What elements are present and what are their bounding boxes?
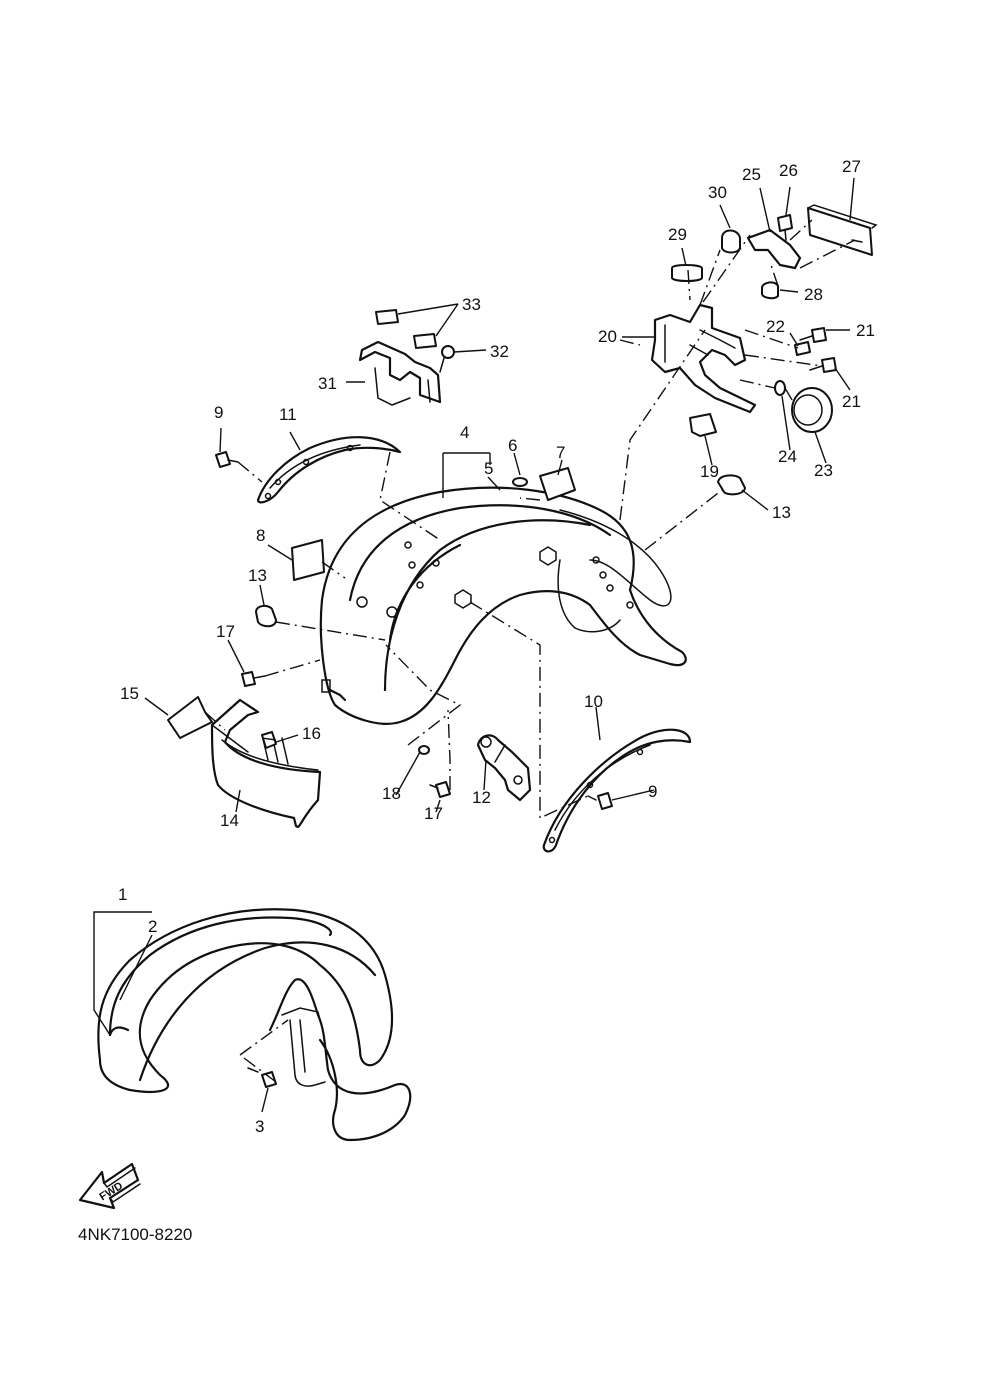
- grommet-13-right: [717, 474, 746, 496]
- holder-31: [358, 340, 442, 406]
- drawing-code: 4NK7100-8220: [78, 1225, 192, 1244]
- callout-22: 22: [766, 317, 785, 336]
- bolt-9-right: [587, 792, 613, 810]
- reflector-23: [791, 387, 833, 433]
- callout-19: 19: [700, 462, 719, 481]
- bracket-12: [476, 734, 532, 802]
- cushion-33-b: [413, 333, 437, 349]
- bolt-17-center: [429, 781, 451, 798]
- callout-6: 6: [508, 436, 517, 455]
- callout-21-a: 21: [856, 321, 875, 340]
- washer-6: [512, 477, 528, 487]
- callout-17-center: 17: [424, 804, 443, 823]
- bolt-32: [439, 345, 455, 373]
- callout-26: 26: [779, 161, 798, 180]
- callout-30: 30: [708, 183, 727, 202]
- bolt-3: [247, 1067, 277, 1088]
- callout-1: 1: [118, 885, 127, 904]
- callout-27: 27: [842, 157, 861, 176]
- callout-2: 2: [148, 917, 157, 936]
- callout-11: 11: [279, 405, 297, 424]
- fender-stay-left: [256, 436, 402, 504]
- collar-22: [794, 341, 811, 356]
- stay-25: [746, 228, 802, 270]
- callout-23: 23: [814, 461, 833, 480]
- callout-12: 12: [472, 788, 491, 807]
- plate-8: [291, 539, 325, 581]
- callout-7: 7: [556, 443, 565, 462]
- bolt-17-left: [241, 671, 266, 687]
- fender-stay-right: [542, 728, 692, 853]
- callout-21-b: 21: [842, 392, 861, 411]
- grommet-13-left: [255, 604, 277, 628]
- callout-33: 33: [462, 295, 481, 314]
- plate-7: [539, 467, 576, 501]
- bolt-21-b: [809, 357, 837, 373]
- callout-9-left: 9: [214, 403, 223, 422]
- callout-3: 3: [255, 1117, 264, 1136]
- nut-16: [261, 731, 277, 749]
- plate-15: [167, 696, 213, 739]
- nut-28: [761, 281, 779, 300]
- callout-17-left: 17: [216, 622, 235, 641]
- callout-10: 10: [584, 692, 603, 711]
- grommet-30: [721, 229, 741, 254]
- callout-32: 32: [490, 342, 509, 361]
- washer-24: [774, 380, 786, 396]
- callout-13-left: 13: [248, 566, 267, 585]
- bolt-26: [777, 214, 793, 241]
- callout-9-right: 9: [648, 782, 657, 801]
- reflector-27: [807, 204, 878, 256]
- cushion-33-a: [375, 309, 399, 325]
- callout-16: 16: [302, 724, 321, 743]
- mud-flap: [210, 698, 322, 828]
- fwd-arrow-icon: FWD: [78, 1162, 141, 1210]
- callout-18: 18: [382, 784, 401, 803]
- callout-24: 24: [778, 447, 797, 466]
- callout-28: 28: [804, 285, 823, 304]
- bolt-21-a: [799, 327, 827, 343]
- callout-14: 14: [220, 811, 239, 830]
- callout-25: 25: [742, 165, 761, 184]
- callout-31: 31: [318, 374, 337, 393]
- callout-20: 20: [598, 327, 617, 346]
- bolt-9-left: [215, 451, 239, 468]
- license-bracket-20: [650, 303, 757, 414]
- leader-lines: [93, 177, 855, 1113]
- washer-18: [418, 745, 430, 755]
- callout-13-right: 13: [772, 503, 791, 522]
- collar-29: [671, 264, 703, 282]
- callouts: 1 2 3 4 5 6 7 8 9 9 10 11 12 13 13 14 15…: [118, 157, 875, 1136]
- assembly-lines: [204, 219, 856, 1083]
- callout-29: 29: [668, 225, 687, 244]
- front-fender: [97, 908, 412, 1142]
- callout-15: 15: [120, 684, 139, 703]
- grommet-19: [689, 413, 717, 437]
- callout-4: 4: [460, 423, 469, 442]
- callout-5: 5: [484, 459, 493, 478]
- callout-8: 8: [256, 526, 265, 545]
- rear-fender: [319, 486, 687, 725]
